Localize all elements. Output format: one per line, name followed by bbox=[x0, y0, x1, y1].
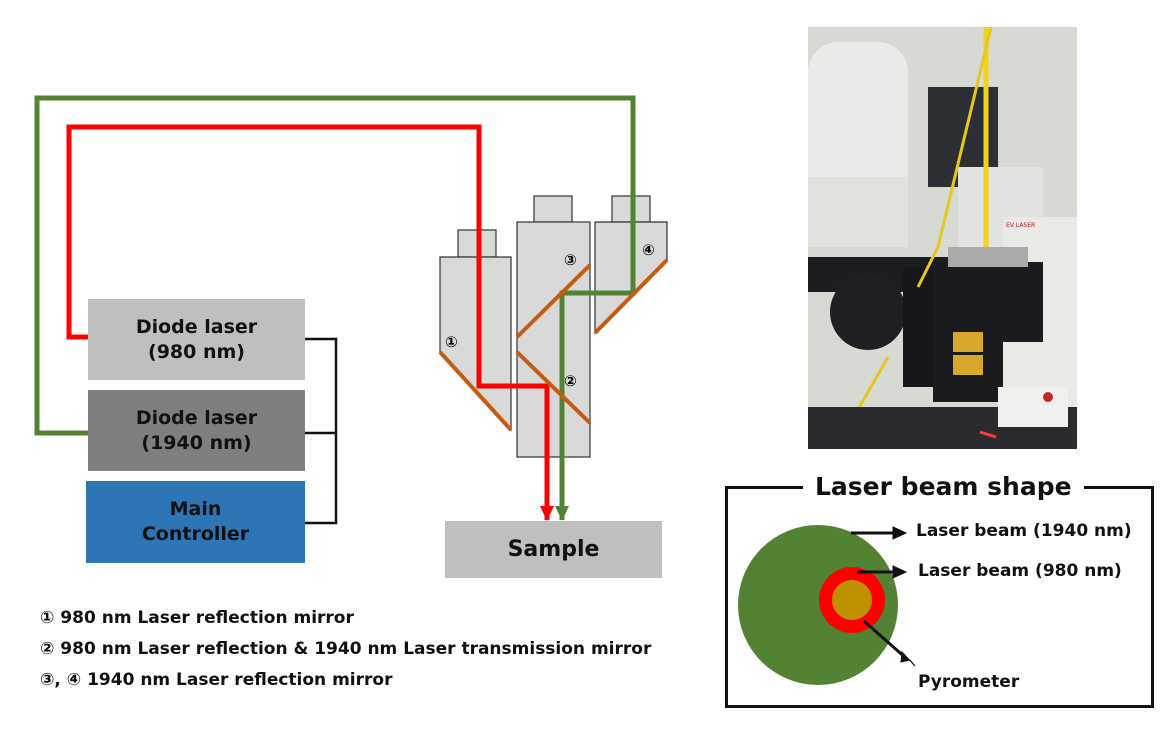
label-beam-1940nm: Laser beam (1940 nm) bbox=[916, 521, 1132, 541]
optic-head-1 bbox=[439, 229, 512, 432]
mirror-1 bbox=[438, 350, 513, 432]
pyrometer-circle bbox=[832, 580, 872, 620]
control-wire bbox=[305, 337, 338, 525]
label-pyrometer: Pyrometer bbox=[918, 672, 1020, 692]
arrow-head-980-icon bbox=[892, 565, 908, 579]
mirror-2 bbox=[515, 350, 592, 425]
controller-line1: Main bbox=[169, 498, 222, 520]
sample-label: Sample bbox=[507, 537, 600, 562]
arrow-head-1940-icon bbox=[892, 526, 908, 540]
beam-1940nm-circle bbox=[738, 525, 898, 685]
diode-laser-980nm-box: Diode laser (980 nm) bbox=[88, 299, 305, 380]
legend-item-2: ② 980 nm Laser reflection & 1940 nm Lase… bbox=[40, 639, 652, 659]
diode-1940-line2: (1940 nm) bbox=[141, 431, 252, 454]
diode-980-line2: (980 nm) bbox=[148, 340, 245, 363]
beam-shape-title: Laser beam shape bbox=[803, 470, 1084, 504]
controller-line2: Controller bbox=[141, 523, 250, 545]
photo-brand-label: EV LASER bbox=[1006, 222, 1035, 229]
beam-980nm-internal bbox=[476, 200, 550, 508]
mirror-1-number: ① bbox=[445, 333, 458, 351]
mirror-3-number: ③ bbox=[564, 251, 577, 269]
mirror-legend: ① 980 nm Laser reflection mirror ② 980 n… bbox=[40, 603, 651, 696]
label-beam-980nm: Laser beam (980 nm) bbox=[918, 561, 1122, 581]
diode-980-line1: Diode laser bbox=[135, 315, 258, 338]
photo-illustration: EV LASER bbox=[808, 27, 1077, 449]
main-controller-box: Main Controller bbox=[86, 481, 305, 563]
laser-head-photo: EV LASER bbox=[808, 27, 1077, 449]
sample-box: Sample bbox=[445, 521, 662, 578]
arrow-980nm-icon bbox=[540, 506, 554, 521]
beam-1940nm-internal bbox=[559, 180, 636, 508]
legend-item-1: ① 980 nm Laser reflection mirror bbox=[40, 608, 354, 628]
optic-head-2 bbox=[516, 195, 591, 458]
diode-laser-1940nm-box: Diode laser (1940 nm) bbox=[88, 390, 305, 471]
mirror-4 bbox=[593, 258, 669, 335]
mirror-2-number: ② bbox=[564, 372, 577, 390]
legend-item-3: ③, ④ 1940 nm Laser reflection mirror bbox=[40, 670, 393, 690]
diode-1940-line1: Diode laser bbox=[135, 406, 258, 429]
arrow-1940nm-icon bbox=[555, 506, 569, 521]
arrow-line-pyrometer bbox=[863, 619, 909, 662]
arrow-head-pyrometer-icon bbox=[900, 650, 916, 667]
mirror-3 bbox=[515, 263, 592, 339]
mirror-4-number: ④ bbox=[642, 241, 655, 259]
